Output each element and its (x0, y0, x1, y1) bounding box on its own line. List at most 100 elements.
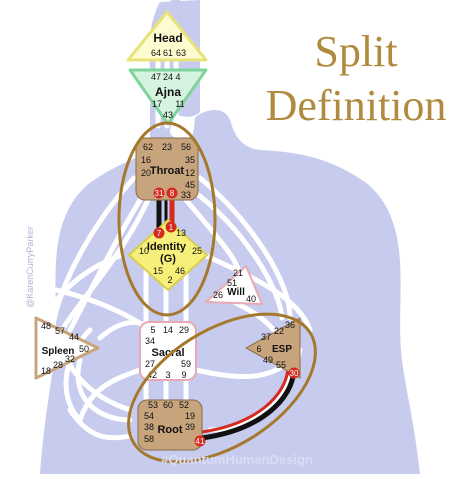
gate-53: 53 (148, 400, 158, 410)
gate-46: 46 (175, 266, 185, 276)
center-ajna: 47 24 4 Ajna 17 11 43 (128, 68, 208, 126)
gate-56: 56 (181, 142, 191, 152)
gate-27: 27 (145, 359, 155, 369)
gate-49: 49 (263, 355, 273, 365)
center-will: 21 51 26 Will 40 (205, 265, 263, 305)
gate-30-dot (288, 367, 300, 379)
gate-25: 25 (192, 246, 202, 256)
gate-33: 33 (181, 190, 191, 200)
title-definition: Definition (265, 81, 447, 130)
gate-57: 57 (55, 326, 65, 336)
split-ring-esp-root (127, 312, 317, 464)
gate-59: 59 (181, 359, 191, 369)
will-triangle (205, 265, 263, 305)
center-sacral: 5 14 29 34 Sacral 27 59 42 3 9 (139, 321, 197, 381)
gate-31-dot (153, 187, 165, 199)
channel-41-30-red (201, 367, 290, 434)
gate-45: 45 (185, 180, 195, 190)
gate-8: 8 (170, 189, 175, 198)
gate-17: 17 (152, 99, 162, 109)
gate-6: 6 (256, 344, 261, 354)
center-label-identity: Identity (G) (147, 241, 189, 265)
center-spleen: 48 57 44 Spleen 50 32 28 18 (34, 316, 100, 380)
gate-43: 43 (163, 110, 173, 120)
gate-19: 19 (185, 411, 195, 421)
center-identity: 7 1 13 10 Identity (G) 25 15 46 2 (127, 218, 209, 292)
spleen-triangle (34, 316, 100, 380)
title-split: Split (314, 27, 398, 76)
gate-1-dot (165, 221, 177, 233)
center-esp: 36 22 37 6 ESP 49 55 30 (245, 317, 301, 379)
center-throat: 62 23 56 16 35 Throat 20 12 45 31 8 33 (135, 137, 199, 201)
gate-31: 31 (155, 189, 164, 198)
gate-13: 13 (176, 228, 186, 238)
gate-44: 44 (69, 332, 79, 342)
gate-60: 60 (163, 400, 173, 410)
gate-34: 34 (145, 336, 155, 346)
channel-41-30 (201, 369, 297, 441)
gate-36: 36 (285, 320, 295, 330)
gate-35: 35 (185, 155, 195, 165)
center-label-esp: ESP (272, 344, 292, 355)
gate-5: 5 (150, 325, 155, 335)
gate-2: 2 (167, 275, 172, 285)
center-label-throat: Throat (150, 165, 185, 177)
gate-54: 54 (144, 411, 154, 421)
gate-52: 52 (179, 400, 189, 410)
gate-29: 29 (179, 325, 189, 335)
gate-16: 16 (141, 155, 151, 165)
gate-11: 11 (175, 99, 184, 109)
gate-15: 15 (153, 266, 163, 276)
gate-28: 28 (53, 360, 63, 370)
gate-61: 61 (163, 48, 173, 58)
center-label-spleen: Spleen (42, 346, 75, 357)
gate-42: 42 (147, 370, 157, 380)
gate-37: 37 (261, 332, 271, 342)
gate-14: 14 (163, 325, 173, 335)
gate-26: 26 (213, 290, 223, 300)
gate-23: 23 (162, 142, 172, 152)
gate-40: 40 (246, 294, 256, 304)
gate-58: 58 (144, 434, 154, 444)
gate-55: 55 (276, 360, 286, 370)
gate-12: 12 (185, 168, 195, 178)
esp-triangle (245, 317, 301, 379)
sacral-box (139, 321, 197, 381)
identity-label-line2: (G) (160, 253, 176, 265)
gate-51: 51 (227, 278, 237, 288)
gate-9: 9 (181, 370, 186, 380)
identity-diamond (127, 218, 209, 292)
center-root: 53 60 52 54 19 38 Root 39 58 41 (137, 399, 206, 451)
gate-50: 50 (79, 344, 89, 354)
gate-18: 18 (41, 366, 51, 376)
gate-1: 1 (169, 223, 174, 232)
ajna-triangle (128, 68, 208, 126)
gate-62: 62 (143, 142, 153, 152)
watermark-bottom: #QuantumHumanDesign (161, 452, 313, 467)
gate-7-dot (153, 227, 165, 239)
gate-3: 3 (165, 370, 170, 380)
split-ring-throat-identity (117, 121, 217, 317)
center-label-will: Will (227, 287, 245, 298)
gate-41-dot (194, 435, 206, 447)
gate-7: 7 (157, 229, 162, 238)
gate-24: 24 (163, 72, 173, 82)
head-triangle (126, 10, 208, 62)
gate-30: 30 (290, 369, 299, 378)
gate-4: 4 (175, 72, 180, 82)
identity-label-line1: Identity (147, 241, 187, 253)
gate-8-dot (166, 187, 178, 199)
watermark-side: @KarenCurryParker (25, 226, 35, 308)
gate-41: 41 (196, 437, 205, 446)
root-box (137, 399, 203, 451)
center-label-head: Head (153, 31, 182, 45)
body-silhouette (40, 0, 420, 474)
center-head: Head 64 61 63 (126, 10, 208, 62)
gate-20: 20 (141, 168, 151, 178)
center-label-ajna: Ajna (155, 85, 181, 99)
throat-box (135, 137, 199, 201)
gate-32: 32 (65, 354, 75, 364)
gate-63: 63 (176, 48, 186, 58)
